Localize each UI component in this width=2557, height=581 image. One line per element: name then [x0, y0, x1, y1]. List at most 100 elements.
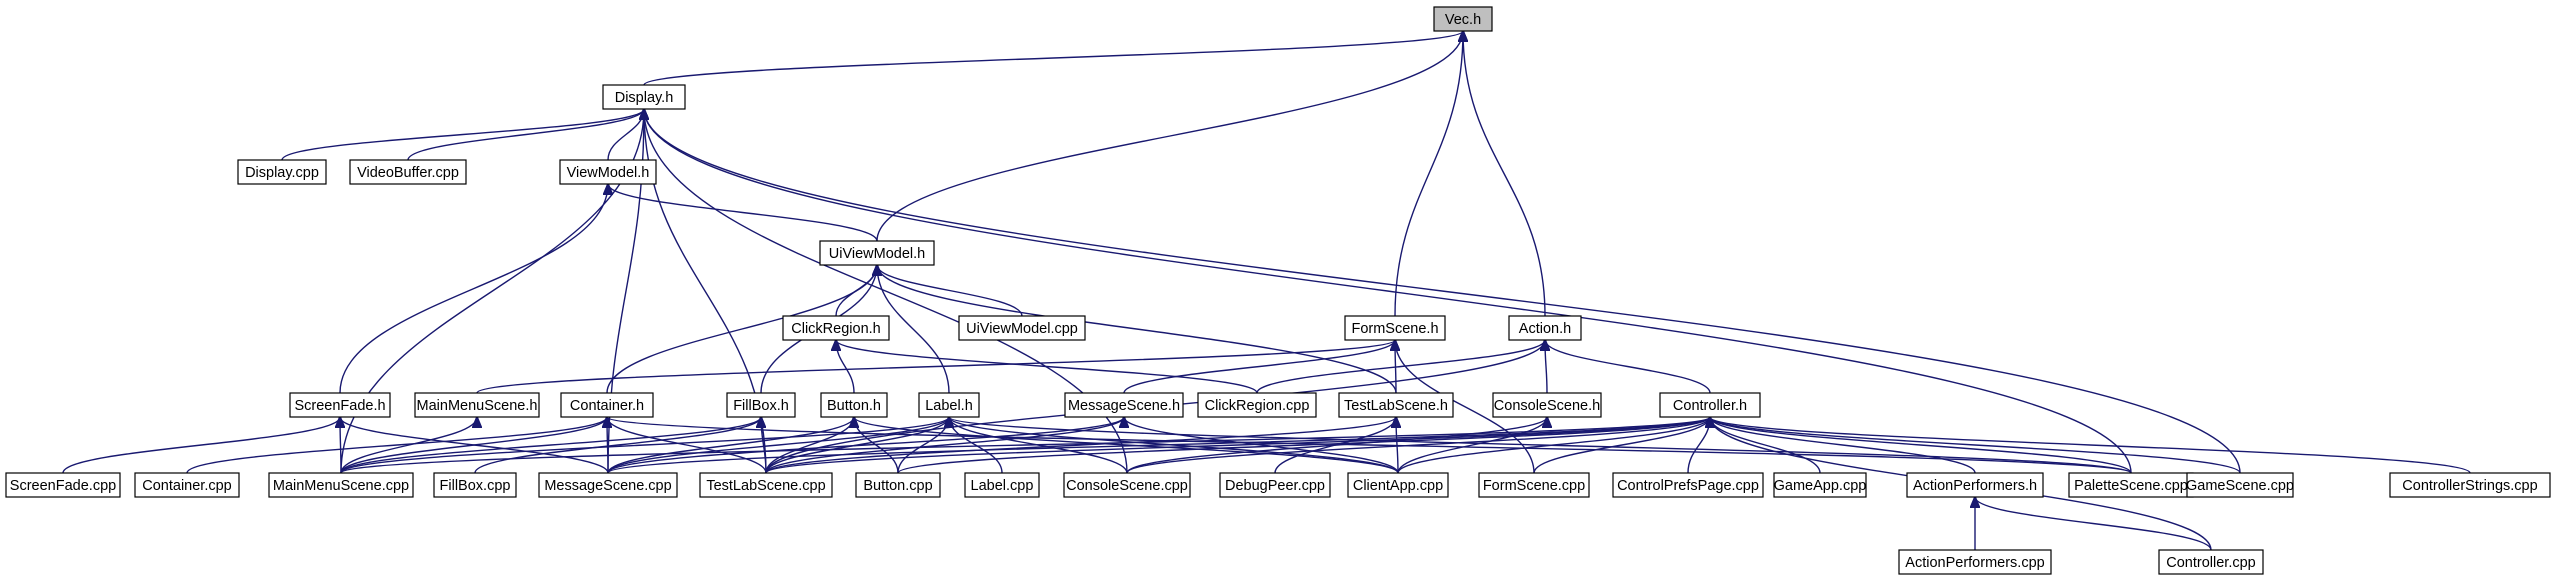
edge-testlabscene_cpp-to-controller_h: [765, 417, 1710, 474]
edge-palettescene_cpp-to-display_h: [644, 109, 2132, 474]
node-label: PaletteScene.cpp: [2074, 478, 2188, 494]
node-box: [820, 392, 888, 418]
node-label: UiViewModel.cpp: [966, 321, 1078, 337]
node-box: [1338, 392, 1454, 418]
node-controlprefspage-cpp[interactable]: ControlPrefsPage.cpp: [1612, 472, 1764, 498]
edge-clientapp_cpp-to-controller_h: [1397, 417, 1710, 474]
edge-consolescene_h-to-action_h: [1545, 340, 1547, 394]
node-display-h[interactable]: Display.h: [602, 84, 686, 110]
node-gamescene-cpp[interactable]: GameScene.cpp: [2186, 472, 2294, 498]
node-box: [237, 159, 327, 185]
node-gameapp-cpp[interactable]: GameApp.cpp: [1773, 472, 1867, 498]
node-box: [538, 472, 678, 498]
node-mainmenuscene-h[interactable]: MainMenuScene.h: [414, 392, 540, 418]
node-actionperformers-cpp[interactable]: ActionPerformers.cpp: [1898, 549, 2052, 575]
node-actionperformers-h[interactable]: ActionPerformers.h: [1906, 472, 2044, 498]
edge-screenfade_cpp-to-screenfade_h: [62, 417, 340, 474]
node-label: GameApp.cpp: [1774, 478, 1867, 494]
node-container-h[interactable]: Container.h: [560, 392, 654, 418]
node-box: [964, 472, 1040, 498]
node-videobuffer-cpp[interactable]: VideoBuffer.cpp: [349, 159, 467, 185]
node-label-cpp[interactable]: Label.cpp: [964, 472, 1040, 498]
node-label: ClickRegion.cpp: [1205, 398, 1310, 414]
node-viewmodel-h[interactable]: ViewModel.h: [559, 159, 657, 185]
node-screenfade-cpp[interactable]: ScreenFade.cpp: [5, 472, 121, 498]
edge-mainmenuscene_cpp-to-label_h: [340, 417, 949, 474]
node-box: [559, 159, 657, 185]
node-formscene-cpp[interactable]: FormScene.cpp: [1478, 472, 1590, 498]
edge-uiviewmodel_cpp-to-uiviewmodel_h: [877, 265, 1023, 317]
node-uiviewmodel-h[interactable]: UiViewModel.h: [819, 240, 935, 266]
edge-container_h-to-uiviewmodel_h: [606, 265, 877, 394]
edge-clientapp_cpp-to-consolescene_h: [1397, 417, 1547, 474]
edge-screenfade_h-to-viewmodel_h: [339, 184, 608, 394]
node-screenfade-h[interactable]: ScreenFade.h: [289, 392, 391, 418]
node-box: [958, 315, 1086, 341]
node-label: UiViewModel.h: [829, 246, 925, 262]
node-testlabscene-h[interactable]: TestLabScene.h: [1338, 392, 1454, 418]
node-box: [433, 472, 517, 498]
node-formscene-h[interactable]: FormScene.h: [1344, 315, 1446, 341]
node-box: [1197, 392, 1317, 418]
node-action-h[interactable]: Action.h: [1508, 315, 1582, 341]
node-controller-h[interactable]: Controller.h: [1659, 392, 1761, 418]
node-label: ActionPerformers.h: [1913, 478, 2037, 494]
node-label: Button.cpp: [863, 478, 932, 494]
node-label: MainMenuScene.h: [417, 398, 538, 414]
node-mainmenuscene-cpp[interactable]: MainMenuScene.cpp: [268, 472, 414, 498]
node-box: [1898, 549, 2052, 575]
edge-clickregion_cpp-to-clickregion_h: [836, 340, 1258, 394]
node-label-h[interactable]: Label.h: [918, 392, 980, 418]
node-label: FillBox.cpp: [440, 478, 511, 494]
node-label: ClientApp.cpp: [1353, 478, 1443, 494]
node-testlabscene-cpp[interactable]: TestLabScene.cpp: [699, 472, 833, 498]
node-messagescene-h[interactable]: MessageScene.h: [1064, 392, 1184, 418]
node-box: [2068, 472, 2194, 498]
node-box: [1659, 392, 1761, 418]
node-button-cpp[interactable]: Button.cpp: [855, 472, 941, 498]
node-palettescene-cpp[interactable]: PaletteScene.cpp: [2068, 472, 2194, 498]
edge-gamescene_cpp-to-controller_h: [1710, 417, 2241, 474]
edge-consolescene_cpp-to-display_h: [644, 109, 1128, 474]
node-label: FormScene.h: [1351, 321, 1438, 337]
node-uiviewmodel-cpp[interactable]: UiViewModel.cpp: [958, 315, 1086, 341]
edge-label_h-to-uiviewmodel_h: [877, 265, 950, 394]
edge-messagescene_cpp-to-messagescene_h: [607, 417, 1124, 474]
node-box: [1064, 392, 1184, 418]
node-vec-h[interactable]: Vec.h: [1433, 6, 1493, 32]
edge-uiviewmodel_h-to-vec_h: [876, 31, 1463, 242]
edge-display_cpp-to-display_h: [281, 109, 644, 161]
node-consolescene-cpp[interactable]: ConsoleScene.cpp: [1063, 472, 1191, 498]
node-label: Display.cpp: [245, 165, 319, 181]
node-fillbox-cpp[interactable]: FillBox.cpp: [433, 472, 517, 498]
node-box: [349, 159, 467, 185]
edge-clientapp_cpp-to-button_h: [854, 417, 1399, 474]
node-button-h[interactable]: Button.h: [820, 392, 888, 418]
node-box: [1906, 472, 2044, 498]
edge-messagescene_cpp-to-controller_h: [607, 417, 1710, 474]
node-controller-cpp[interactable]: Controller.cpp: [2158, 549, 2264, 575]
node-messagescene-cpp[interactable]: MessageScene.cpp: [538, 472, 678, 498]
node-controllerstrings-cpp[interactable]: ControllerStrings.cpp: [2389, 472, 2551, 498]
edge-gamescene_cpp-to-display_h: [644, 109, 2241, 474]
node-consolescene-h[interactable]: ConsoleScene.h: [1492, 392, 1602, 418]
node-label: Controller.cpp: [2166, 555, 2255, 571]
edge-container_cpp-to-container_h: [186, 417, 607, 474]
edge-mainmenuscene_cpp-to-container_h: [340, 417, 607, 474]
node-debugpeer-cpp[interactable]: DebugPeer.cpp: [1219, 472, 1331, 498]
node-fillbox-h[interactable]: FillBox.h: [726, 392, 796, 418]
edge-testlabscene_cpp-to-container_h: [607, 417, 767, 474]
node-box: [2158, 549, 2264, 575]
node-display-cpp[interactable]: Display.cpp: [237, 159, 327, 185]
node-box: [1478, 472, 1590, 498]
node-clientapp-cpp[interactable]: ClientApp.cpp: [1347, 472, 1449, 498]
node-container-cpp[interactable]: Container.cpp: [134, 472, 240, 498]
edge-fillbox_cpp-to-fillbox_h: [474, 417, 761, 474]
node-clickregion-h[interactable]: ClickRegion.h: [782, 315, 890, 341]
node-label: TestLabScene.h: [1344, 398, 1448, 414]
edge-testlabscene_cpp-to-testlabscene_h: [765, 417, 1396, 474]
node-label: FormScene.cpp: [1483, 478, 1585, 494]
node-label: DebugPeer.cpp: [1225, 478, 1325, 494]
node-clickregion-cpp[interactable]: ClickRegion.cpp: [1197, 392, 1317, 418]
